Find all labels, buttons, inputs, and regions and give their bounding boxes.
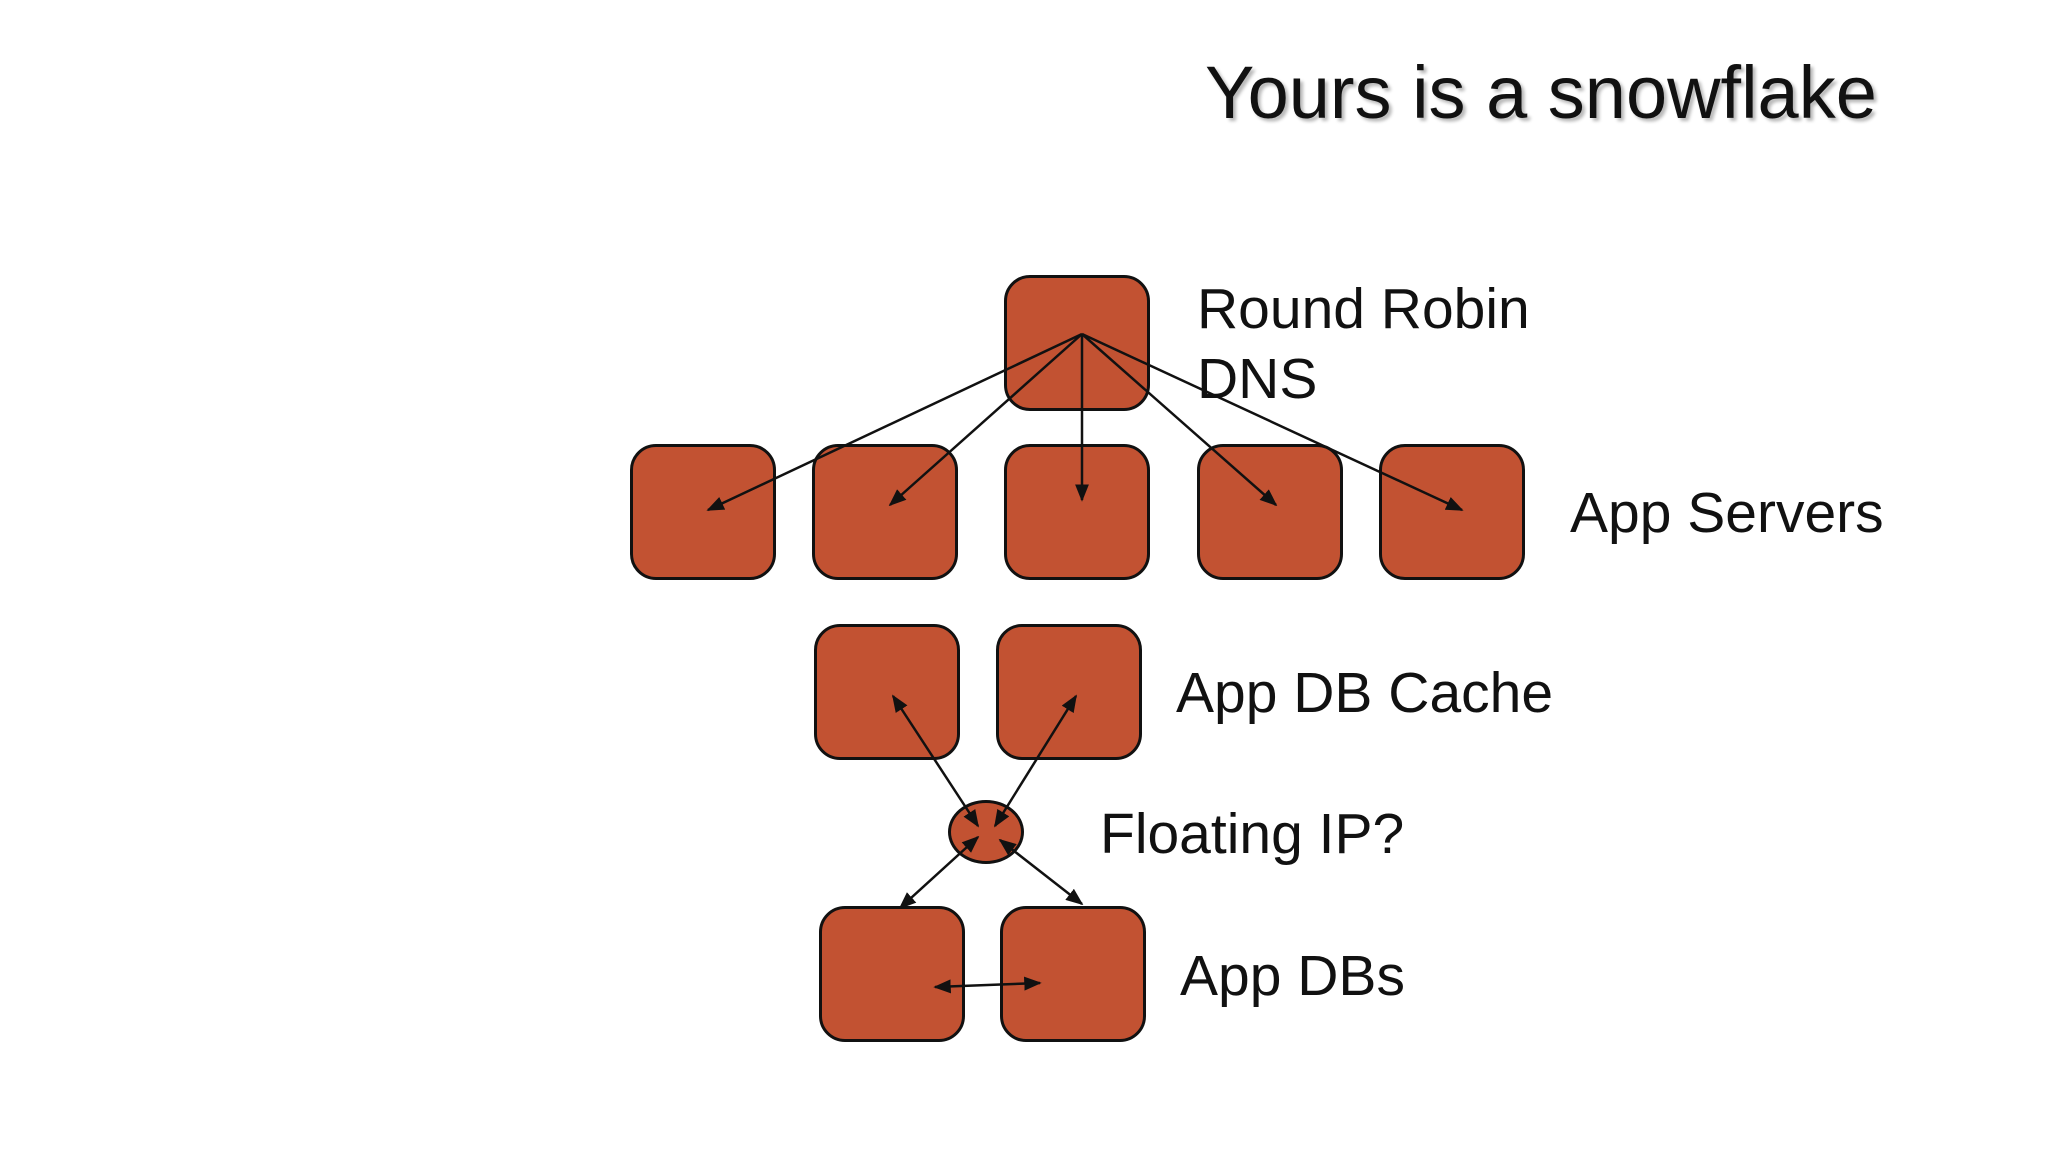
db-cache-node (996, 624, 1142, 760)
app-db-node (1000, 906, 1146, 1042)
dns-node (1004, 275, 1150, 411)
app-server-node (812, 444, 958, 580)
dns-label-line2: DNS (1197, 347, 1318, 411)
app-server-node (1379, 444, 1525, 580)
app-dbs-label: App DBs (1180, 944, 1405, 1008)
db-cache-label: App DB Cache (1176, 661, 1554, 725)
dns-label-line1: Round Robin (1197, 277, 1530, 341)
db-cache-node (814, 624, 960, 760)
app-server-node (630, 444, 776, 580)
floating-ip-node (948, 800, 1024, 864)
app-db-node (819, 906, 965, 1042)
floating-ip-label: Floating IP? (1100, 802, 1405, 866)
app-servers-label: App Servers (1570, 481, 1884, 545)
slide-title: Yours is a snowflake (1205, 51, 1877, 134)
app-server-node (1197, 444, 1343, 580)
app-server-node (1004, 444, 1150, 580)
